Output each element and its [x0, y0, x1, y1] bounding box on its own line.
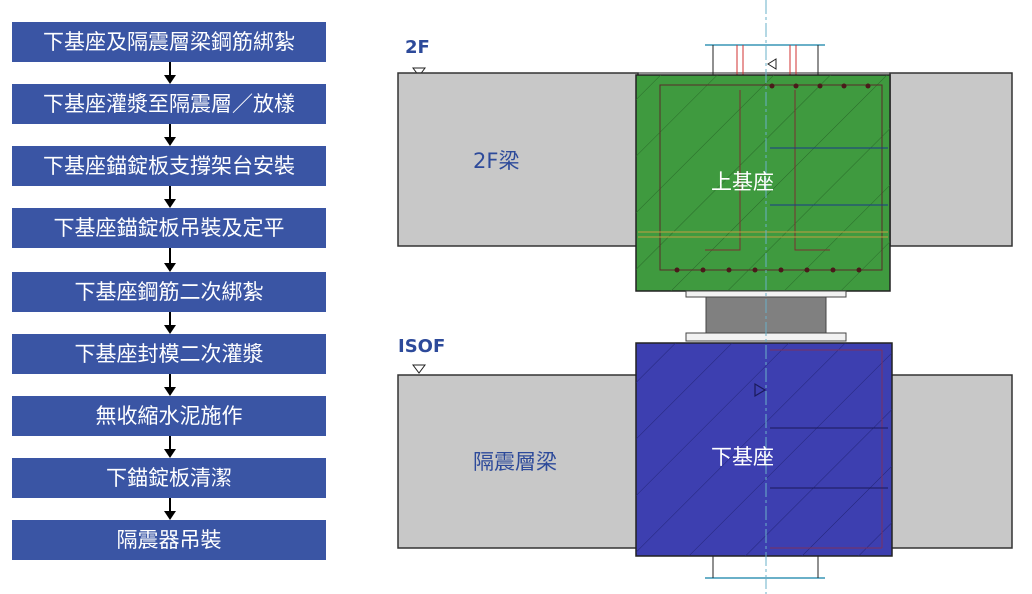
level-label-isof: ISOF: [398, 336, 446, 357]
pedestal-label-lower: 下基座: [711, 445, 774, 469]
flow-arrow-2: [164, 124, 176, 146]
flow-step-5: 下基座鋼筋二次綁紮: [12, 272, 326, 312]
flow-step-2: 下基座灌漿至隔震層／放樣: [12, 84, 326, 124]
level-label-2f: 2F: [405, 37, 430, 58]
beam-isof-left: [397, 374, 639, 549]
flow-arrow-6: [164, 374, 176, 396]
upper-rebar-dots: [674, 83, 871, 273]
lower-rebar: [770, 349, 888, 549]
beam-label-isof: 隔震層梁: [473, 450, 557, 474]
beam-isof-right: [889, 374, 1013, 549]
flow-arrow-7: [164, 436, 176, 458]
flow-arrow-1: [164, 62, 176, 84]
flow-step-3: 下基座錨錠板支撐架台安裝: [12, 146, 326, 186]
top-marker-icon: [767, 58, 777, 70]
beam-2f-right: [889, 72, 1013, 247]
flow-step-4: 下基座錨錠板吊裝及定平: [12, 208, 326, 248]
beam-label-2f: 2F梁: [473, 149, 520, 173]
flow-arrow-4: [164, 248, 176, 272]
beam-2f-left: [397, 72, 639, 247]
flow-step-8: 下錨錠板清潔: [12, 458, 326, 498]
flow-arrow-8: [164, 498, 176, 520]
flow-step-9: 隔震器吊裝: [12, 520, 326, 560]
flow-step-7: 無收縮水泥施作: [12, 396, 326, 436]
flow-arrow-5: [164, 312, 176, 334]
construction-flowchart: 下基座及隔震層梁鋼筋綁紮 下基座灌漿至隔震層／放樣 下基座錨錠板支撐架台安裝 下…: [0, 0, 340, 594]
level-marker-isof-icon: [412, 364, 426, 374]
level-marker-2f-icon: [412, 67, 426, 77]
flow-step-6: 下基座封模二次灌漿: [12, 334, 326, 374]
lower-marker-icon: [754, 382, 767, 398]
upper-rebar: [638, 84, 888, 271]
flow-step-1: 下基座及隔震層梁鋼筋綁紮: [12, 22, 326, 62]
pedestal-label-upper: 上基座: [711, 170, 774, 194]
flow-arrow-3: [164, 186, 176, 208]
